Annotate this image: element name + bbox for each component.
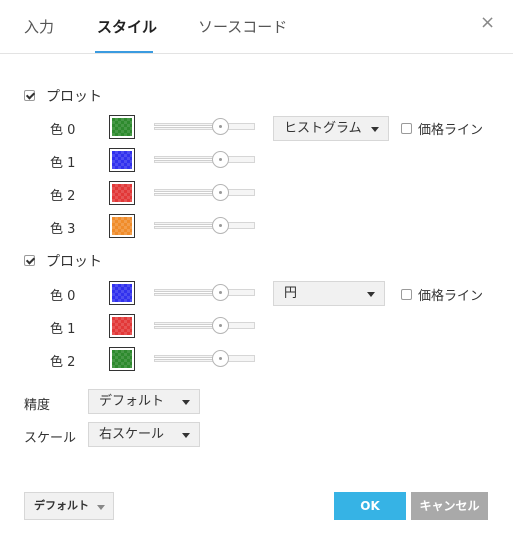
plot2-color0-label: 色 0 — [50, 289, 76, 304]
plot1-color2-label: 色 2 — [50, 189, 76, 204]
plot2-type-select[interactable]: 円 — [273, 281, 385, 306]
slider-handle[interactable] — [212, 118, 229, 135]
plot1-type-select[interactable]: ヒストグラム — [273, 116, 389, 141]
slider-handle[interactable] — [212, 151, 229, 168]
plot1-color0-label: 色 0 — [50, 123, 76, 138]
plot2-checkbox[interactable] — [24, 255, 35, 266]
plot1-color1-opacity-slider[interactable] — [154, 151, 255, 168]
plot2-price-line-checkbox[interactable] — [401, 289, 412, 300]
chevron-down-icon — [182, 433, 190, 438]
scale-label: スケール — [24, 431, 77, 446]
cancel-button[interactable]: キャンセル — [411, 492, 488, 520]
plot1-color3-opacity-slider[interactable] — [154, 217, 255, 234]
plot2-color2-label: 色 2 — [50, 355, 76, 370]
plot1-color3-label: 色 3 — [50, 222, 76, 237]
plot1-color2-swatch[interactable] — [109, 181, 135, 205]
chevron-down-icon — [97, 505, 105, 510]
plot2-price-line-label: 価格ライン — [418, 289, 484, 304]
plot1-color0-swatch[interactable] — [109, 115, 135, 139]
slider-handle[interactable] — [212, 217, 229, 234]
plot1-type-value: ヒストグラム — [284, 121, 362, 136]
plot1-color1-swatch[interactable] — [109, 148, 135, 172]
plot2-type-value: 円 — [284, 286, 298, 301]
plot2-color2-opacity-slider[interactable] — [154, 350, 255, 367]
tab-input[interactable]: 入力 — [24, 18, 55, 36]
plot2-color1-opacity-slider[interactable] — [154, 317, 255, 334]
plot1-label: プロット — [46, 89, 102, 105]
precision-label: 精度 — [24, 398, 51, 413]
tab-style[interactable]: スタイル — [97, 18, 158, 36]
chevron-down-icon — [367, 292, 375, 297]
ok-button[interactable]: OK — [334, 492, 406, 520]
plot1-color1-label: 色 1 — [50, 156, 76, 171]
scale-value: 右スケール — [99, 427, 165, 442]
chevron-down-icon — [182, 400, 190, 405]
slider-handle[interactable] — [212, 350, 229, 367]
chevron-down-icon — [371, 127, 379, 132]
close-icon[interactable]: × — [480, 12, 496, 33]
active-tab-indicator — [95, 51, 153, 53]
tab-bar: 入力 スタイル ソースコード × — [0, 0, 513, 54]
plot2-color2-swatch[interactable] — [109, 347, 135, 371]
precision-select[interactable]: デフォルト — [88, 389, 200, 414]
plot2-color0-swatch[interactable] — [109, 281, 135, 305]
scale-select[interactable]: 右スケール — [88, 422, 200, 447]
precision-value: デフォルト — [99, 394, 165, 409]
slider-handle[interactable] — [212, 184, 229, 201]
plot1-price-line-label: 価格ライン — [418, 123, 484, 138]
plot2-label: プロット — [46, 254, 102, 270]
plot1-color0-opacity-slider[interactable] — [154, 118, 255, 135]
slider-handle[interactable] — [212, 284, 229, 301]
plot2-color0-opacity-slider[interactable] — [154, 284, 255, 301]
plot2-color1-swatch[interactable] — [109, 314, 135, 338]
slider-handle[interactable] — [212, 317, 229, 334]
tab-source-code[interactable]: ソースコード — [198, 18, 288, 36]
defaults-label: デフォルト — [34, 499, 89, 512]
plot2-color1-label: 色 1 — [50, 322, 76, 337]
plot1-color3-swatch[interactable] — [109, 214, 135, 238]
defaults-dropdown-button[interactable]: デフォルト — [24, 492, 114, 520]
plot1-price-line-checkbox[interactable] — [401, 123, 412, 134]
plot1-color2-opacity-slider[interactable] — [154, 184, 255, 201]
plot1-checkbox[interactable] — [24, 90, 35, 101]
